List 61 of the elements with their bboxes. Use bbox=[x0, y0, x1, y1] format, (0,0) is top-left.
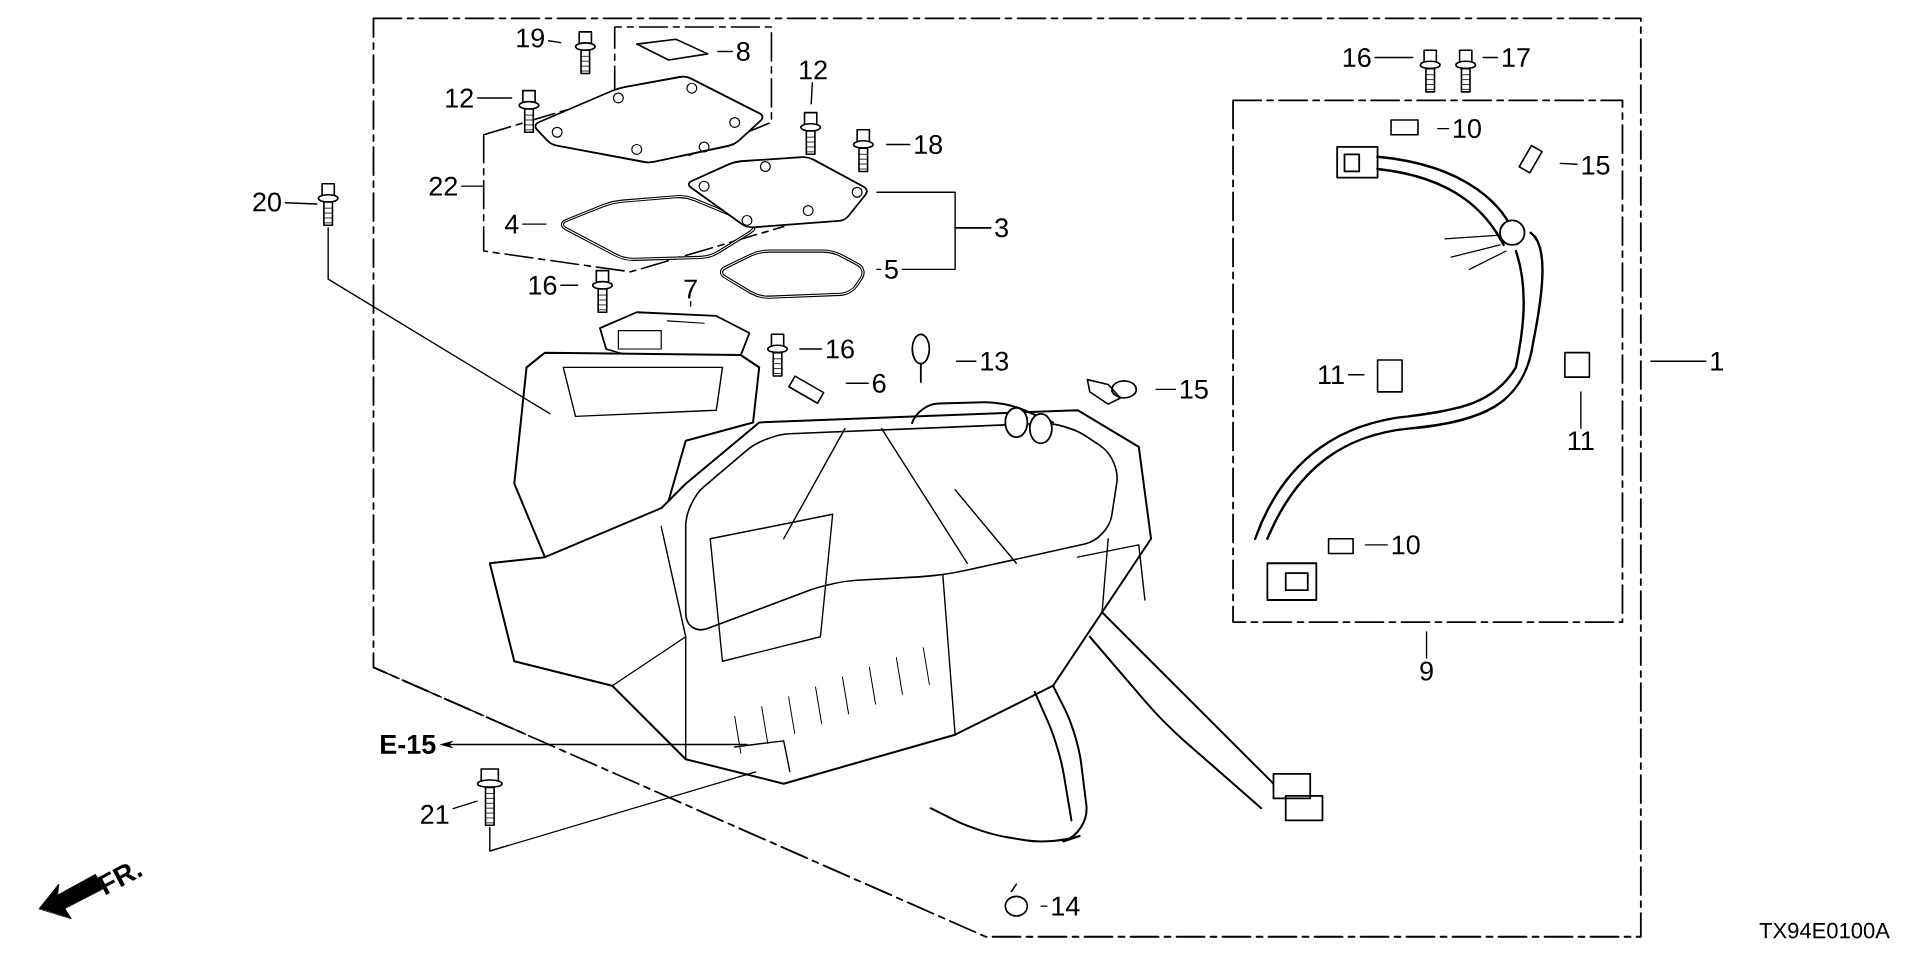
leader-line bbox=[1364, 544, 1388, 546]
callout-number: 20 bbox=[253, 192, 281, 212]
callout-number: 3 bbox=[995, 218, 1008, 238]
callout-number: 8 bbox=[736, 41, 750, 61]
leader-line bbox=[452, 800, 478, 810]
leader-line bbox=[1347, 374, 1365, 376]
callout-number: 12 bbox=[800, 60, 827, 80]
leader-line bbox=[1425, 631, 1428, 659]
leader-line bbox=[476, 97, 513, 99]
leader-line bbox=[955, 360, 977, 362]
callout-number: 15 bbox=[1582, 155, 1610, 175]
leader-line bbox=[522, 223, 547, 225]
callout-number: 5 bbox=[885, 260, 898, 279]
leader-line bbox=[1580, 391, 1582, 429]
callout-number: 13 bbox=[981, 351, 1009, 371]
leader-line bbox=[1040, 905, 1048, 907]
drawing-code: TX94E0100A bbox=[1759, 922, 1890, 939]
leader-line bbox=[1437, 127, 1450, 130]
leader-line bbox=[489, 771, 757, 852]
callout-number: 17 bbox=[1503, 48, 1530, 67]
leader-line bbox=[886, 143, 911, 146]
callout-number: 16 bbox=[1343, 48, 1371, 68]
callout-number: 18 bbox=[915, 134, 942, 155]
callout-number: 1 bbox=[1711, 351, 1723, 371]
leader-line bbox=[901, 227, 992, 271]
callout-number: 6 bbox=[873, 373, 886, 393]
leader-line bbox=[810, 81, 814, 105]
leader-line bbox=[717, 50, 734, 53]
callout-number: 7 bbox=[684, 279, 697, 299]
callout-number: 10 bbox=[1392, 535, 1420, 555]
callout-number: 21 bbox=[421, 804, 449, 824]
leader-line bbox=[1559, 162, 1578, 165]
leader-line bbox=[1374, 56, 1414, 59]
bolt-drawing bbox=[317, 182, 339, 227]
leader-line bbox=[876, 268, 882, 271]
callout-number: 16 bbox=[529, 275, 557, 295]
leader-line bbox=[284, 202, 318, 205]
leader-line bbox=[560, 284, 579, 286]
callout-number: 15 bbox=[1180, 380, 1208, 399]
callout-number: 22 bbox=[429, 176, 457, 196]
callout-number: 11 bbox=[1319, 365, 1344, 384]
leader-line bbox=[689, 301, 692, 307]
leader-line bbox=[327, 227, 551, 415]
leader-line bbox=[1482, 56, 1499, 59]
callout-number: 16 bbox=[827, 339, 854, 359]
leader-line bbox=[1650, 360, 1707, 362]
callout-number: 11 bbox=[1568, 431, 1594, 451]
leader-line bbox=[547, 40, 562, 44]
reference-label: E-15 bbox=[381, 735, 436, 754]
direction-label: FR. bbox=[97, 864, 143, 895]
callout-number: 14 bbox=[1052, 896, 1080, 916]
callout-number: 9 bbox=[1420, 661, 1433, 681]
leader-line bbox=[1155, 388, 1177, 391]
leader-line bbox=[799, 348, 823, 350]
leader-line bbox=[461, 185, 485, 187]
callout-number: 19 bbox=[517, 28, 544, 48]
leader-line bbox=[845, 382, 869, 384]
callout-number: 10 bbox=[1454, 119, 1481, 139]
bolt-drawing bbox=[476, 768, 503, 827]
callout-number: 4 bbox=[504, 214, 519, 234]
callout-number: 12 bbox=[446, 88, 473, 108]
